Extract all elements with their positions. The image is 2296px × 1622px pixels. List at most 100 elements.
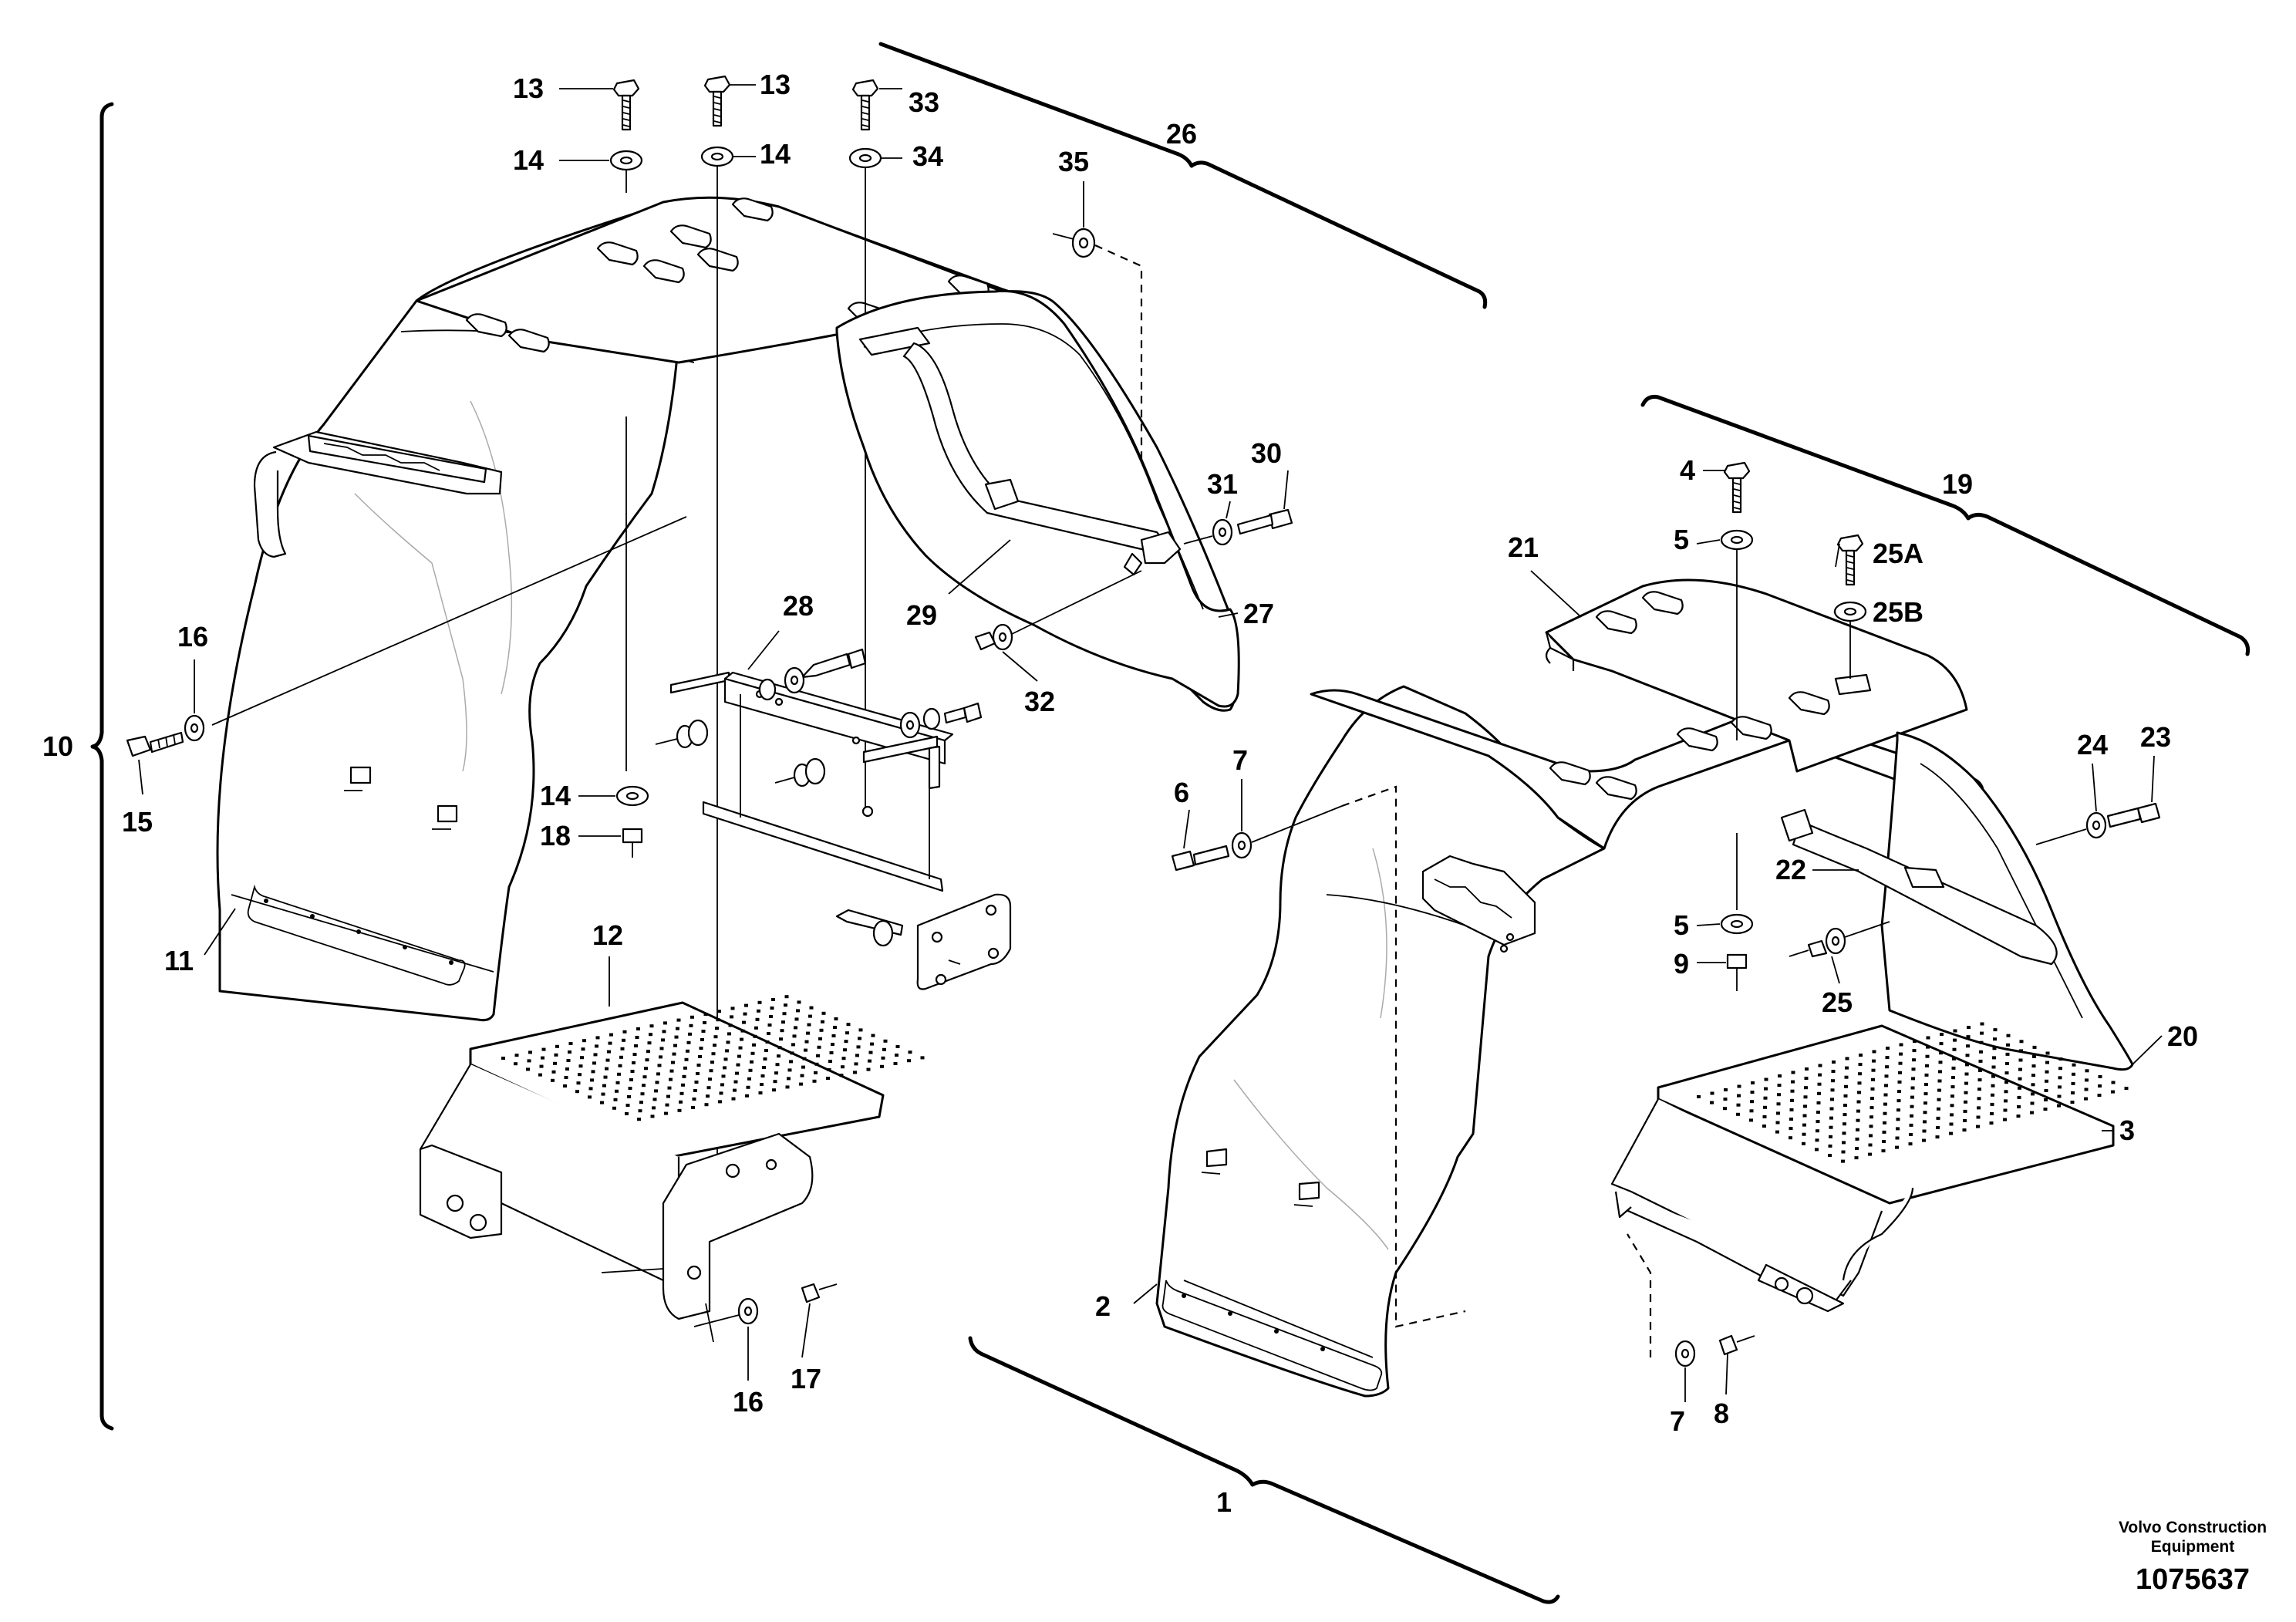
perforation-hole (1843, 1094, 1848, 1098)
perforation-hole (812, 1079, 817, 1083)
perforation-hole (1723, 1098, 1728, 1101)
washer-25 (1789, 921, 1890, 958)
callout-10: 10 (42, 730, 73, 762)
perforation-hole (2004, 1090, 2008, 1094)
perforation-hole (700, 1038, 704, 1041)
perforation-hole (1736, 1112, 1740, 1116)
step-12-holes (501, 995, 925, 1121)
perforation-hole (839, 1074, 844, 1077)
perforation-hole (1844, 1075, 1849, 1079)
perforation-hole (683, 1066, 687, 1070)
perforation-hole (673, 1044, 677, 1047)
perforation-hole (1936, 1116, 1940, 1120)
perforation-hole (617, 1072, 621, 1076)
perforation-hole (1964, 1072, 1969, 1076)
perforation-hole (727, 1032, 731, 1036)
callout-7-top: 7 (1232, 744, 1248, 776)
perforation-hole (868, 1050, 873, 1054)
perforation-hole (634, 1044, 638, 1047)
callout-32: 32 (1024, 686, 1055, 717)
perforation-hole (893, 1062, 898, 1065)
perforation-hole (764, 1049, 768, 1052)
perforation-hole (1830, 1098, 1834, 1101)
footer-drawing-number: 1075637 (2136, 1563, 2250, 1596)
perforation-hole (1818, 1073, 1822, 1077)
leader-16 (211, 516, 687, 726)
perforation-hole (669, 1077, 673, 1081)
brace-1 (968, 1336, 1560, 1604)
perforation-hole (541, 1056, 544, 1060)
perforation-hole (629, 1078, 633, 1081)
perforation-hole (1710, 1091, 1714, 1095)
perforation-hole (747, 1077, 751, 1081)
perforation-hole (2097, 1094, 2102, 1098)
perforation-hole (1749, 1109, 1754, 1113)
perforation-hole (644, 1067, 648, 1071)
perforation-hole (647, 1041, 652, 1045)
perforation-hole (2085, 1069, 2089, 1073)
perforation-hole (1697, 1095, 1701, 1098)
perforation-hole (690, 1015, 694, 1019)
perforation-hole (821, 1011, 826, 1015)
perforation-hole (2016, 1114, 2021, 1118)
perforation-hole (703, 1021, 706, 1024)
left-step-bracket (253, 430, 503, 558)
perforation-hole (774, 1071, 778, 1075)
perforation-hole (1937, 1088, 1941, 1092)
perforation-hole (1940, 1033, 1944, 1036)
perforation-hole (1990, 1102, 1994, 1106)
perforation-hole (769, 1015, 773, 1018)
perforation-hole (1899, 1052, 1903, 1056)
perforation-hole (796, 1009, 800, 1013)
perforation-hole (777, 1054, 781, 1058)
perforation-hole (541, 1047, 546, 1051)
callout-14-mid: 14 (760, 138, 791, 170)
perforation-hole (1831, 1070, 1836, 1074)
perforation-hole (698, 1055, 702, 1058)
perforation-hole (866, 1067, 871, 1071)
perforation-hole (681, 1083, 685, 1087)
perforation-hole (674, 1035, 679, 1039)
washer-14-lower (615, 785, 649, 807)
perforation-hole (2072, 1063, 2076, 1067)
perforation-hole (1909, 1123, 1913, 1127)
perforation-hole (595, 1044, 598, 1048)
perforation-hole (1923, 1092, 1928, 1096)
perforation-hole (1965, 1063, 1969, 1067)
perforation-hole (731, 1097, 736, 1101)
perforation-hole (1895, 1145, 1899, 1149)
perforation-hole (612, 1106, 616, 1110)
perforation-hole (831, 1043, 834, 1046)
perforation-hole (1857, 1091, 1861, 1094)
callout-23: 23 (2140, 721, 2171, 753)
perforation-hole (2044, 1088, 2048, 1092)
perforation-hole (733, 1080, 738, 1084)
callout-34: 34 (912, 140, 943, 172)
perforation-hole (817, 1045, 821, 1049)
perforation-hole (642, 1075, 647, 1079)
perforation-hole (1817, 1091, 1821, 1095)
perforation-hole (789, 1060, 793, 1064)
perforation-hole (1964, 1091, 1968, 1094)
perforation-hole (615, 1089, 619, 1093)
perforation-hole (736, 1063, 740, 1067)
perforation-hole (2111, 1090, 2115, 1094)
perforation-hole (514, 1054, 519, 1057)
perforation-hole (2018, 1067, 2022, 1071)
perforation-hole (827, 1068, 831, 1071)
perforation-hole (657, 1064, 662, 1067)
perforation-hole (1882, 1130, 1886, 1134)
washer-16-bottom (693, 1283, 838, 1327)
callout-1: 1 (1216, 1486, 1232, 1518)
perforation-hole (1886, 1047, 1890, 1050)
perforation-hole (2111, 1081, 2116, 1084)
perforation-hole (625, 1104, 630, 1107)
perforation-hole (1856, 1128, 1859, 1131)
perforation-hole (646, 1050, 650, 1054)
perforation-hole (881, 1056, 885, 1060)
perforation-hole (1963, 1109, 1967, 1113)
handle-22 (1780, 808, 2058, 966)
perforation-hole (1843, 1104, 1847, 1107)
perforation-hole (2004, 1099, 2008, 1103)
perforation-hole (1897, 1090, 1901, 1093)
